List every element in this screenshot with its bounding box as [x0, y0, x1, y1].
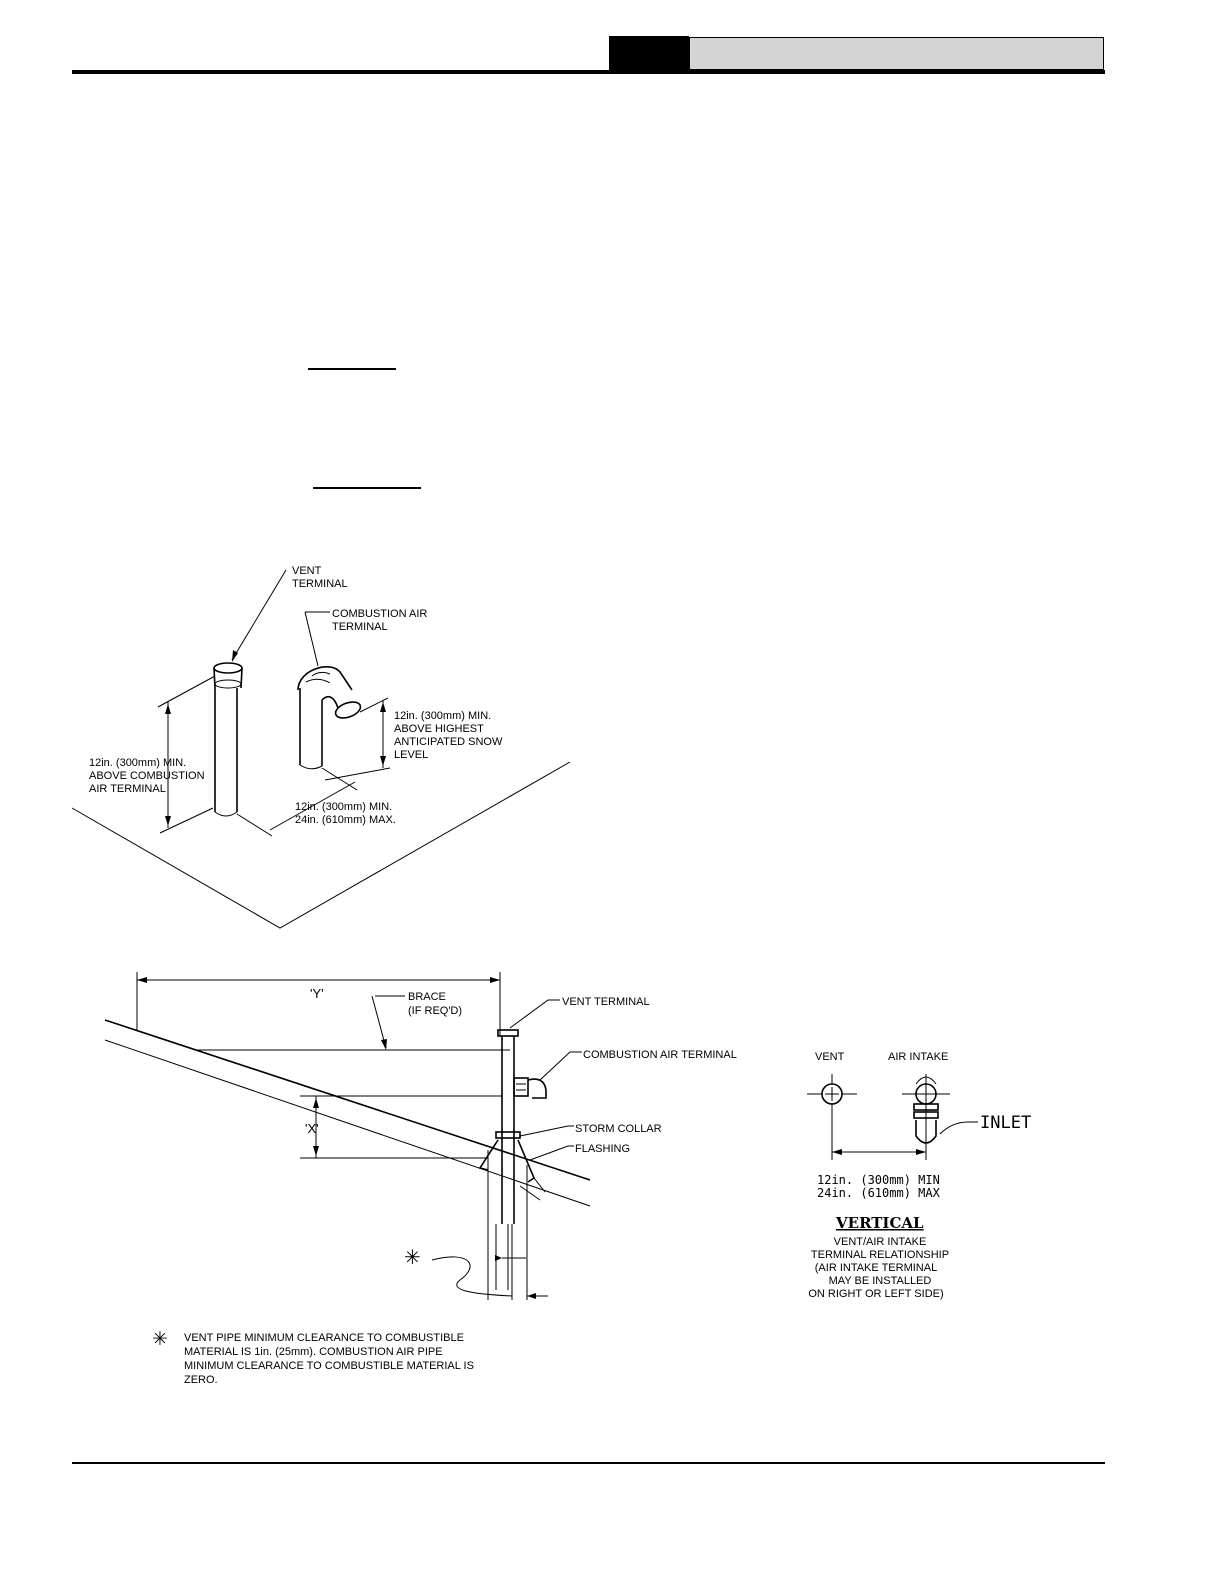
- roof-bottom-line: [104, 1039, 591, 1207]
- clearance-footnote: ✳ VENT PIPE MINIMUM CLEARANCE TO COMBUST…: [152, 1329, 474, 1386]
- above-air-label-3: AIR TERMINAL: [89, 783, 166, 795]
- footnote-line-4: ZERO.: [184, 1374, 218, 1386]
- plan-vent-label: VENT: [815, 1051, 845, 1063]
- heading-underline-2: [313, 487, 421, 489]
- plan-caption-4: MAY BE INSTALLED: [829, 1275, 932, 1287]
- header-black-tab: [609, 36, 689, 70]
- vent-terminal-leader: [231, 569, 287, 661]
- brace-label-1: BRACE: [408, 991, 446, 1003]
- plan-caption-5: ON RIGHT OR LEFT SIDE): [808, 1288, 943, 1300]
- roof-air-elbow: [513, 1077, 547, 1099]
- combustion-air-pipe: [297, 666, 362, 770]
- x-dimension-label: 'X': [305, 1121, 319, 1136]
- clearance-asterisk: ✳: [404, 1247, 421, 1269]
- storm-collar-callout: STORM COLLAR: [575, 1123, 662, 1135]
- footnote-asterisk: ✳: [152, 1329, 168, 1350]
- y-dimension-label: 'Y': [310, 986, 324, 1001]
- plan-air-intake-symbol: [902, 1074, 978, 1160]
- footnote-line-3: MINIMUM CLEARANCE TO COMBUSTIBLE MATERIA…: [184, 1360, 474, 1372]
- plan-view-figure: VENT AIR INTAKE INLET 12in. (300m: [807, 1051, 1031, 1300]
- heading-underline-1: [308, 368, 396, 370]
- snow-label-3: ANTICIPATED SNOW: [394, 736, 503, 748]
- inlet-label: INLET: [980, 1113, 1031, 1133]
- ground-plane: [71, 761, 571, 929]
- combustion-air-leader: [304, 611, 319, 667]
- plan-caption-3: (AIR INTAKE TERMINAL: [815, 1262, 937, 1274]
- flashing: [478, 1139, 546, 1201]
- roof-section-figure: 'Y' BRACE (IF REQ'D): [104, 972, 737, 1300]
- spacing-label-2: 24in. (610mm) MAX.: [295, 814, 396, 826]
- snow-label-2: ABOVE HIGHEST: [394, 723, 484, 735]
- above-air-label-2: ABOVE COMBUSTION: [89, 770, 205, 782]
- brace-label-2: (IF REQ'D): [408, 1005, 462, 1017]
- combustion-air-label-2: TERMINAL: [332, 621, 388, 633]
- snow-label-4: LEVEL: [394, 749, 428, 761]
- above-air-label-1: 12in. (300mm) MIN.: [89, 757, 186, 769]
- roof-vent-pipe: [487, 1029, 528, 1300]
- plan-spacing-2: 24in. (610mm) MAX: [817, 1186, 941, 1200]
- plan-title: VERTICAL: [835, 1214, 924, 1232]
- vent-terminal-label-1: VENT: [292, 565, 322, 577]
- combustion-air-terminal-callout: COMBUSTION AIR TERMINAL: [583, 1049, 737, 1061]
- snow-label-1: 12in. (300mm) MIN.: [394, 710, 491, 722]
- plan-caption-1: VENT/AIR INTAKE: [834, 1236, 927, 1248]
- vent-terminal-label-2: TERMINAL: [292, 578, 348, 590]
- plan-air-intake-label: AIR INTAKE: [888, 1051, 948, 1063]
- clearance-leader: [431, 1256, 513, 1297]
- combustion-air-label-1: COMBUSTION AIR: [332, 608, 427, 620]
- flashing-callout: FLASHING: [575, 1143, 630, 1155]
- plan-caption-2: TERMINAL RELATIONSHIP: [811, 1249, 949, 1261]
- plan-spacing-1: 12in. (300mm) MIN: [817, 1173, 940, 1187]
- footer-rule: [72, 1462, 1105, 1464]
- roof-top-line: [104, 1019, 591, 1181]
- plan-vent-symbol: [807, 1074, 857, 1160]
- footnote-line-2: MATERIAL IS 1in. (25mm). COMBUSTION AIR …: [184, 1346, 443, 1358]
- header-rule: [72, 70, 1105, 74]
- spacing-label-1: 12in. (300mm) MIN.: [295, 801, 392, 813]
- footnote-line-1: VENT PIPE MINIMUM CLEARANCE TO COMBUSTIB…: [184, 1332, 464, 1344]
- vent-terminal-callout: VENT TERMINAL: [562, 996, 650, 1008]
- isometric-vent-figure: VENT TERMINAL COMBUSTION AIR TERMINAL 12…: [71, 565, 571, 929]
- header-gray-bar: [689, 37, 1104, 70]
- vent-pipe: [213, 662, 243, 817]
